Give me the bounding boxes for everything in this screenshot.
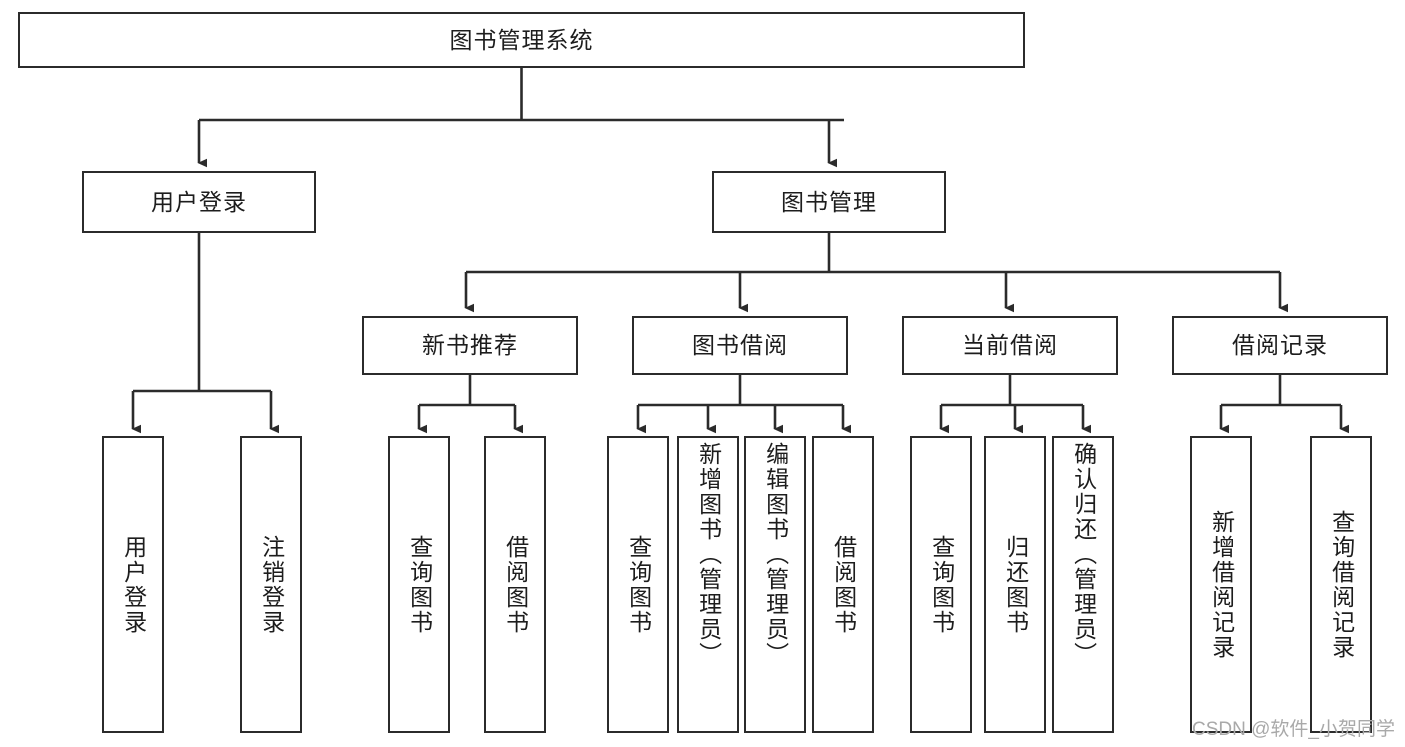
node-leaf-user-login-label: 用户登录 <box>120 534 147 635</box>
node-leaf-query-book-3-label: 查询图书 <box>928 534 955 635</box>
node-book-manage-label: 图书管理 <box>781 188 877 215</box>
node-book-manage[interactable]: 图书管理 <box>712 171 946 233</box>
node-leaf-edit-book-label: 编辑图书（管理员） <box>762 442 789 667</box>
node-leaf-query-record-label: 查询借阅记录 <box>1328 509 1355 660</box>
node-leaf-query-book-2[interactable]: 查询图书 <box>607 436 669 733</box>
node-borrow-record[interactable]: 借阅记录 <box>1172 316 1388 375</box>
node-leaf-query-book-3[interactable]: 查询图书 <box>910 436 972 733</box>
node-user-login-label: 用户登录 <box>151 188 247 215</box>
node-current-borrow-label: 当前借阅 <box>962 332 1058 358</box>
node-leaf-user-login[interactable]: 用户登录 <box>102 436 164 733</box>
node-leaf-logout-label: 注销登录 <box>258 534 285 635</box>
node-leaf-borrow-book-2[interactable]: 借阅图书 <box>812 436 874 733</box>
node-leaf-add-record-label: 新增借阅记录 <box>1208 509 1235 660</box>
node-book-borrow[interactable]: 图书借阅 <box>632 316 848 375</box>
node-leaf-return-book[interactable]: 归还图书 <box>984 436 1046 733</box>
node-leaf-borrow-book-1-label: 借阅图书 <box>502 534 529 635</box>
node-leaf-query-book-1-label: 查询图书 <box>406 534 433 635</box>
node-leaf-return-book-label: 归还图书 <box>1002 534 1029 635</box>
node-leaf-add-book[interactable]: 新增图书（管理员） <box>677 436 739 733</box>
node-new-book-recommend[interactable]: 新书推荐 <box>362 316 578 375</box>
node-leaf-borrow-book-2-label: 借阅图书 <box>830 534 857 635</box>
node-leaf-edit-book[interactable]: 编辑图书（管理员） <box>744 436 806 733</box>
node-leaf-borrow-book-1[interactable]: 借阅图书 <box>484 436 546 733</box>
node-book-borrow-label: 图书借阅 <box>692 332 788 358</box>
node-leaf-logout[interactable]: 注销登录 <box>240 436 302 733</box>
node-leaf-query-book-2-label: 查询图书 <box>625 534 652 635</box>
node-new-book-recommend-label: 新书推荐 <box>422 332 518 358</box>
node-root-label: 图书管理系统 <box>449 26 594 53</box>
node-leaf-query-record[interactable]: 查询借阅记录 <box>1310 436 1372 733</box>
node-current-borrow[interactable]: 当前借阅 <box>902 316 1118 375</box>
node-leaf-add-book-label: 新增图书（管理员） <box>695 442 722 667</box>
node-borrow-record-label: 借阅记录 <box>1232 332 1328 358</box>
csdn-watermark: CSDN @软件_小贺同学 <box>1192 719 1395 740</box>
node-leaf-confirm-return[interactable]: 确认归还（管理员） <box>1052 436 1114 733</box>
node-root[interactable]: 图书管理系统 <box>18 12 1025 68</box>
node-leaf-query-book-1[interactable]: 查询图书 <box>388 436 450 733</box>
node-leaf-confirm-return-label: 确认归还（管理员） <box>1070 442 1097 667</box>
node-user-login[interactable]: 用户登录 <box>82 171 316 233</box>
node-leaf-add-record[interactable]: 新增借阅记录 <box>1190 436 1252 733</box>
